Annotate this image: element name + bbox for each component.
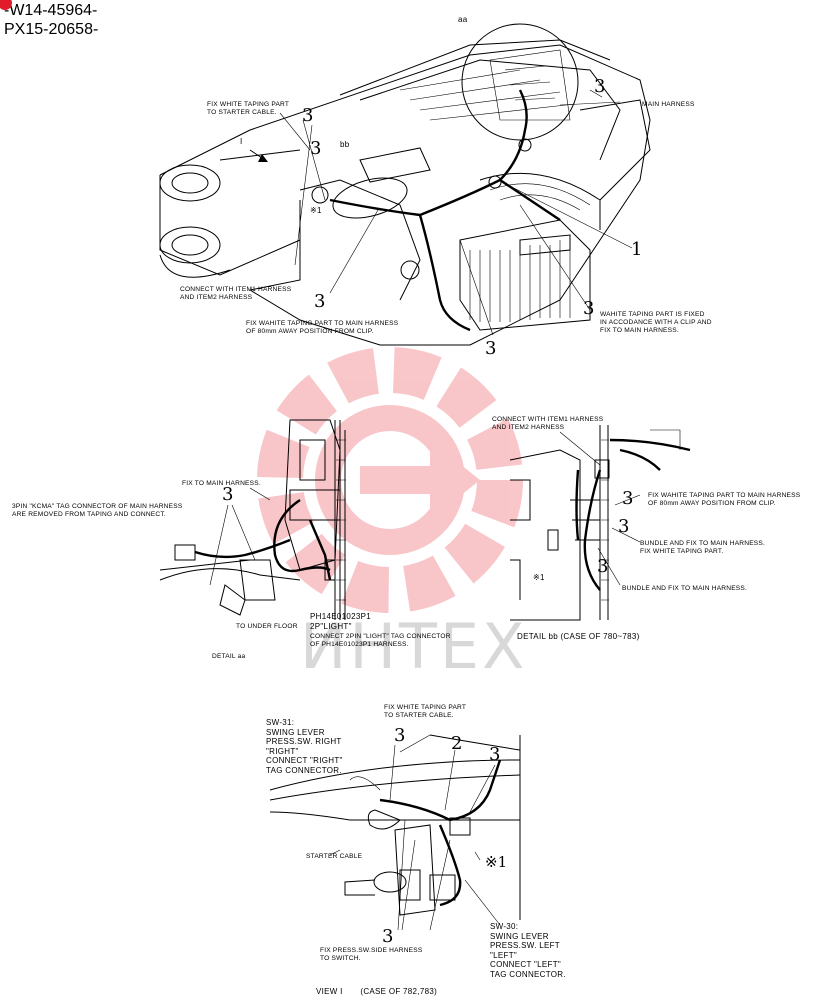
detail-aa-drawing: [159, 419, 346, 620]
view-i-drawing: [269, 734, 521, 931]
view-i-x1-mark: ※1: [485, 853, 508, 871]
serial-number-1: -W14-45964-: [0, 0, 98, 20]
watermark-text: ИНТЕХ: [300, 610, 528, 683]
view-i-callout-3c: 3: [382, 926, 394, 947]
aa-light-tag: 2P"LIGHT": [310, 622, 352, 631]
aa-part-number: PH14E01023P1: [310, 612, 371, 621]
red-marker-icon: [0, 0, 12, 10]
bb-caption: DETAIL bb (CASE OF 780~783): [517, 632, 640, 641]
view-i-sw31-note: SW-31: SWING LEVER PRESS.SW. RIGHT "RIGH…: [266, 718, 343, 775]
bb-x1-mark: ※1: [533, 573, 545, 582]
detail-bb-drawing: [509, 425, 691, 621]
top-fix-white-taping-note: FIX WHITE TAPING PART TO STARTER CABLE.: [207, 101, 290, 116]
top-callout-3a: 3: [302, 105, 314, 126]
view-i-caption: VIEW I (CASE OF 782,783): [316, 987, 438, 996]
view-i-fix-white-taping-note: FIX WHITE TAPING PART TO STARTER CABLE.: [384, 704, 467, 719]
view-i-sw30-note: SW-30: SWING LEVER PRESS.SW. LEFT "LEFT"…: [490, 922, 566, 979]
top-connect-item-note: CONNECT WITH ITEM1 HARNESS AND ITEM2 HAR…: [180, 286, 292, 301]
bb-fix-80mm-note: FIX WAHITE TAPING PART TO MAIN HARNESS O…: [648, 492, 801, 507]
serial-number-2: PX15-20658-: [4, 21, 99, 38]
serial-text-1: -W14-45964-: [4, 2, 98, 19]
top-main-harness-note: MAIN HARNESS: [642, 101, 695, 108]
aa-connect-light-note: CONNECT 2PIN "LIGHT" TAG CONNECTOR OF PH…: [310, 633, 451, 648]
bb-bundle-fix-white-note: BUNDLE AND FIX TO MAIN HARNESS. FIX WHIT…: [640, 540, 766, 555]
top-view-i-ref: I: [240, 137, 243, 146]
top-callout-3d: 3: [485, 338, 497, 359]
aa-under-floor-note: TO UNDER FLOOR: [236, 623, 298, 630]
aa-kcma-note: 3PIN "KCMA" TAG CONNECTOR OF MAIN HARNES…: [12, 503, 183, 518]
bb-callout-3b: 3: [618, 516, 630, 537]
bb-bundle-fix-note: BUNDLE AND FIX TO MAIN HARNESS.: [622, 585, 748, 592]
aa-callout-3: 3: [222, 484, 234, 505]
machine-frame-top: [159, 23, 651, 346]
aa-caption: DETAIL aa: [212, 653, 246, 660]
view-i-fix-press-note: FIX PRESS.SW.SIDE HARNESS TO SWITCH.: [320, 947, 423, 962]
top-x1-mark: ※1: [310, 206, 322, 215]
top-detail-aa-ref: aa: [458, 15, 468, 24]
aa-fix-main-note: FIX TO MAIN HARNESS.: [182, 480, 261, 487]
top-callout-3c: 3: [314, 291, 326, 312]
top-callout-1: 1: [631, 239, 643, 260]
view-i-callout-2: 2: [451, 733, 463, 754]
top-callout-3e: 3: [583, 298, 595, 319]
top-detail-bb-ref: bb: [340, 140, 350, 149]
bb-callout-3a: 3: [622, 488, 634, 509]
top-fix-80mm-note: FIX WAHITE TAPING PART TO MAIN HARNESS O…: [246, 320, 399, 335]
view-i-callout-3a: 3: [394, 725, 406, 746]
top-callout-3f: 3: [310, 138, 322, 159]
top-taping-fixed-note: WAHITE TAPING PART IS FIXED IN ACCODANCE…: [600, 311, 712, 334]
bb-callout-3c: 3: [597, 556, 609, 577]
bb-connect-item-note: CONNECT WITH ITEM1 HARNESS AND ITEM2 HAR…: [492, 416, 604, 431]
view-i-starter-cable-label: STARTER CABLE: [306, 853, 363, 860]
view-i-callout-3b: 3: [489, 744, 501, 765]
top-callout-3b: 3: [594, 76, 606, 97]
